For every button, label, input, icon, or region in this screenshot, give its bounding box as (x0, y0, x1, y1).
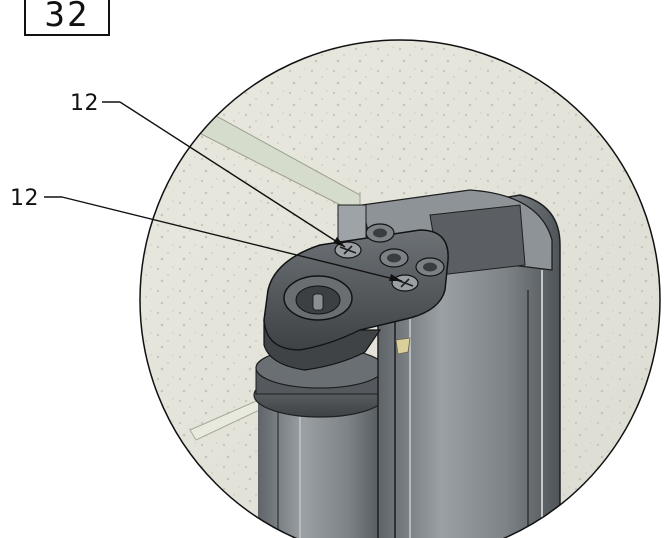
step-number-box: 32 (24, 0, 110, 36)
callout-lower: 12 (10, 186, 403, 282)
step-number: 32 (44, 0, 90, 35)
screw-boss-right (415, 257, 445, 277)
screw-upper (334, 241, 362, 259)
detail-circle-outline (139, 39, 661, 538)
screw-boss-middle (379, 248, 409, 268)
screw-boss-top (365, 223, 395, 243)
gasket (395, 337, 411, 355)
callout-label-lower: 12 (10, 186, 39, 211)
detail-view-circle (139, 39, 661, 538)
callout-upper: 12 (70, 91, 346, 248)
callout-label-upper: 12 (70, 91, 99, 116)
